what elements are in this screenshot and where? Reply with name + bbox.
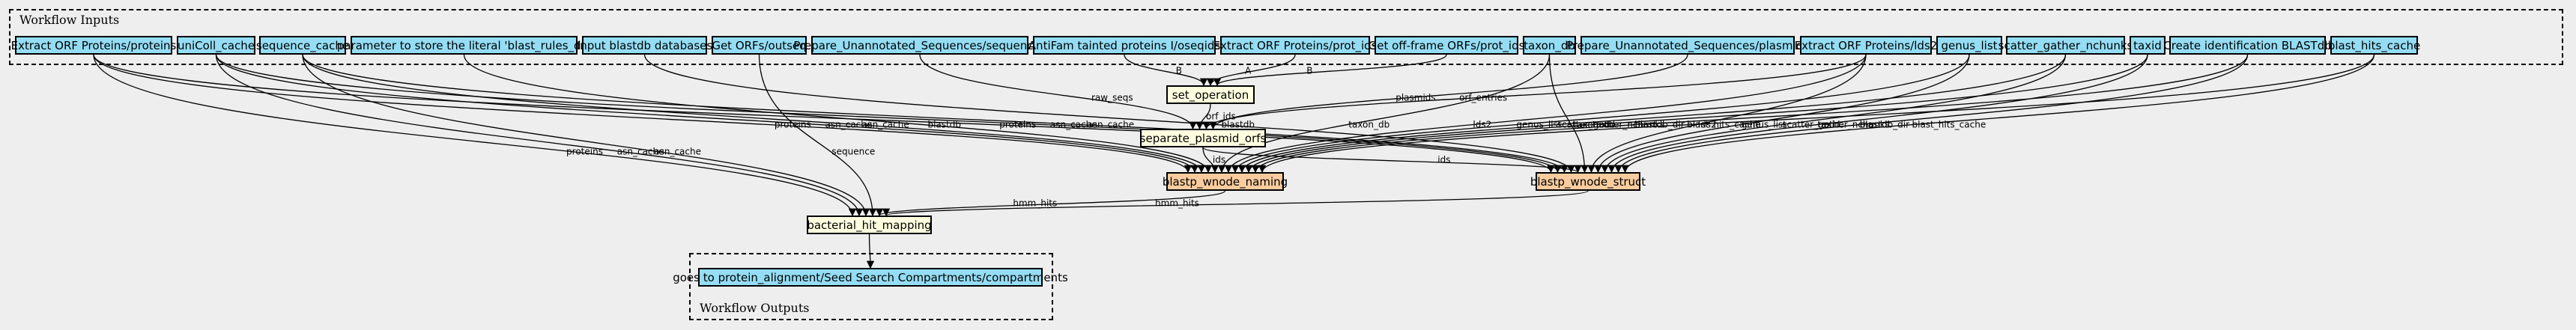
edge-label: blastdb xyxy=(927,119,961,129)
edge-label: ids xyxy=(1213,154,1225,165)
edge-sequence-cache-to-blastp-wnode-struct xyxy=(302,54,1569,174)
edge-label: proteins xyxy=(566,146,603,156)
node-taxid[interactable]: taxid xyxy=(2130,36,2166,55)
edge-scatter-gather-to-blastp-wnode-struct xyxy=(1601,54,2067,174)
edge-label: A xyxy=(1245,65,1252,76)
node-extract-orf-proteins[interactable]: Extract ORF Proteins/proteins xyxy=(11,36,176,55)
edge-label: ids xyxy=(1437,154,1450,165)
edge-separate-plasmid-orfs-to-blastp-wnode-struct xyxy=(1202,147,1582,174)
edge-label: blast_hits_cache xyxy=(1687,119,1761,129)
edge-label: blastdb_dir xyxy=(1634,119,1684,129)
node-antifam[interactable]: AntiFam tainted proteins I/oseqids xyxy=(1028,36,1220,55)
edge-sequence-cache-to-blastp-wnode-naming xyxy=(302,54,1206,174)
workflow-inputs-title: Workflow Inputs xyxy=(19,13,120,27)
edge-extract-orf-lds2-to-blastp-wnode-naming xyxy=(1224,54,1867,174)
edge-label: plasmids xyxy=(1395,92,1435,103)
edge-label: blastdb_dir xyxy=(1860,119,1909,129)
workflow-outputs-title: Workflow Outputs xyxy=(700,301,810,315)
edge-uniColl-cache-to-bacterial-hit-mapping xyxy=(215,54,864,217)
workflow-outputs-cluster: Workflow Outputs xyxy=(689,253,1053,320)
node-taxon-db[interactable]: taxon_db xyxy=(1523,36,1576,55)
node-create-blastdb[interactable]: Create identification BLASTdb xyxy=(2163,36,2332,55)
edge-label: hmm_hits xyxy=(1155,198,1199,208)
edge-label: asn_cache xyxy=(1087,119,1134,129)
edge-scatter-gather-to-blastp-wnode-naming xyxy=(1237,54,2067,174)
edge-prep-unannot-seqs-to-separate-plasmid-orfs xyxy=(919,54,1197,130)
workflow-inputs-cluster: Workflow Inputs xyxy=(9,9,2563,65)
node-bacterial-hit-mapping[interactable]: bacterial_hit_mapping xyxy=(807,216,932,234)
edge-label: genus_list xyxy=(1742,119,1786,129)
node-get-orfs-outseq[interactable]: Get ORFs/outseq xyxy=(712,36,807,55)
edge-get-orfs-outseq-to-bacterial-hit-mapping xyxy=(758,54,877,217)
edge-blast-hits-cache-to-blastp-wnode-naming xyxy=(1258,54,2375,174)
edge-label: taxid xyxy=(1592,119,1615,129)
node-genus-list[interactable]: genus_list xyxy=(1936,36,2002,55)
node-separate-plasmid-orfs[interactable]: separate_plasmid_orfs xyxy=(1140,129,1266,147)
edge-label: asn_cache xyxy=(654,146,701,156)
edge-uniColl-cache-to-blastp-wnode-naming xyxy=(215,54,1199,174)
node-blastp-wnode-naming[interactable]: blastp_wnode_naming xyxy=(1163,172,1288,191)
edge-label: lds2 xyxy=(1698,119,1717,129)
node-input-blastdb[interactable]: Input blastdb databases xyxy=(577,36,712,55)
edge-label: blast_hits_cache xyxy=(1912,119,1986,129)
node-blast-hits-cache[interactable]: blast_hits_cache xyxy=(2328,36,2420,55)
edge-label: sequence xyxy=(831,146,875,156)
edge-taxid-to-blastp-wnode-naming xyxy=(1244,54,2148,174)
edge-prep-unannot-plasmids-to-separate-plasmid-orfs xyxy=(1209,54,1688,130)
edge-blastp-wnode-struct-to-bacterial-hit-mapping xyxy=(882,190,1589,217)
edge-get-offframe-to-set-operation xyxy=(1213,54,1447,87)
edge-extract-orf-lds2-to-separate-plasmid-orfs xyxy=(1202,54,1867,130)
edge-extract-orf-proteins-to-blastp-wnode-naming xyxy=(93,54,1192,174)
edge-create-blastdb-to-blastp-wnode-struct xyxy=(1614,54,2249,174)
node-blast-rules-db[interactable]: parameter to store the literal 'blast_ru… xyxy=(337,36,591,55)
edge-taxon-db-to-blastp-wnode-struct xyxy=(1548,54,1589,174)
node-sequence-cache[interactable]: sequence_cache xyxy=(256,36,349,55)
edge-label: asn_cache xyxy=(617,146,664,156)
node-set-operation[interactable]: set_operation xyxy=(1166,85,1255,104)
node-extract-orf-prot-ids[interactable]: Extract ORF Proteins/prot_ids xyxy=(1213,36,1378,55)
node-extract-orf-lds2[interactable]: Extract ORF Proteins/lds2 xyxy=(1795,36,1937,55)
edge-uniColl-cache-to-blastp-wnode-struct xyxy=(215,54,1562,174)
edge-blastp-wnode-naming-to-bacterial-hit-mapping xyxy=(876,190,1226,217)
edge-label: hmm_hits xyxy=(1013,198,1057,208)
edge-bacterial-hit-mapping-to-goes-to xyxy=(866,233,875,269)
edge-label: scatter_gather_nchunks xyxy=(1782,119,1890,129)
edge-sequence-cache-to-bacterial-hit-mapping xyxy=(302,54,870,217)
edge-label: proteins xyxy=(775,119,811,129)
edge-extract-orf-proteins-to-bacterial-hit-mapping xyxy=(93,54,857,217)
edge-blast-hits-cache-to-blastp-wnode-struct xyxy=(1621,54,2375,174)
edge-set-operation-to-separate-plasmid-orfs xyxy=(1195,103,1211,130)
edge-separate-plasmid-orfs-to-blastp-wnode-naming xyxy=(1202,147,1219,174)
node-prep-unannot-seqs[interactable]: Prepare_Unannotated_Sequences/sequences xyxy=(793,36,1046,55)
edge-label: B xyxy=(1306,65,1312,76)
edge-label: B xyxy=(1176,65,1182,76)
edge-taxon-db-to-blastp-wnode-naming xyxy=(1217,54,1551,174)
node-scatter-gather[interactable]: scatter_gather_nchunks xyxy=(1998,36,2133,55)
edge-extract-orf-proteins-to-blastp-wnode-struct xyxy=(93,54,1555,174)
edge-blast-rules-db-to-blastp-wnode-naming xyxy=(463,54,1213,174)
edge-label: raw_seqs xyxy=(1091,92,1133,103)
edge-extract-orf-lds2-to-blastp-wnode-struct xyxy=(1587,54,1867,174)
edge-label: asn_cache xyxy=(862,119,909,129)
edge-genus-list-to-blastp-wnode-naming xyxy=(1231,54,1970,174)
edge-antifam-to-set-operation xyxy=(1124,54,1208,87)
node-blastp-wnode-struct[interactable]: blastp_wnode_struct xyxy=(1530,172,1646,191)
node-uniColl-cache[interactable]: uniColl_cache xyxy=(177,36,255,55)
node-goes-to[interactable]: goes to protein_alignment/Seed Search Co… xyxy=(673,268,1068,287)
edge-label: blastdb xyxy=(1221,119,1255,129)
edge-genus-list-to-blastp-wnode-struct xyxy=(1594,54,1970,174)
edge-input-blastdb-to-blastp-wnode-struct xyxy=(643,54,1575,174)
edge-label: orf_ids xyxy=(1206,111,1236,121)
edge-create-blastdb-to-blastp-wnode-naming xyxy=(1251,54,2249,174)
node-get-offframe[interactable]: Get off-frame ORFs/prot_ids xyxy=(1369,36,1524,55)
node-prep-unannot-plasmids[interactable]: Prepare_Unannotated_Sequences/plasmids xyxy=(1566,36,1809,55)
edge-label: taxon_db xyxy=(1348,119,1389,129)
edge-taxid-to-blastp-wnode-struct xyxy=(1607,54,2148,174)
